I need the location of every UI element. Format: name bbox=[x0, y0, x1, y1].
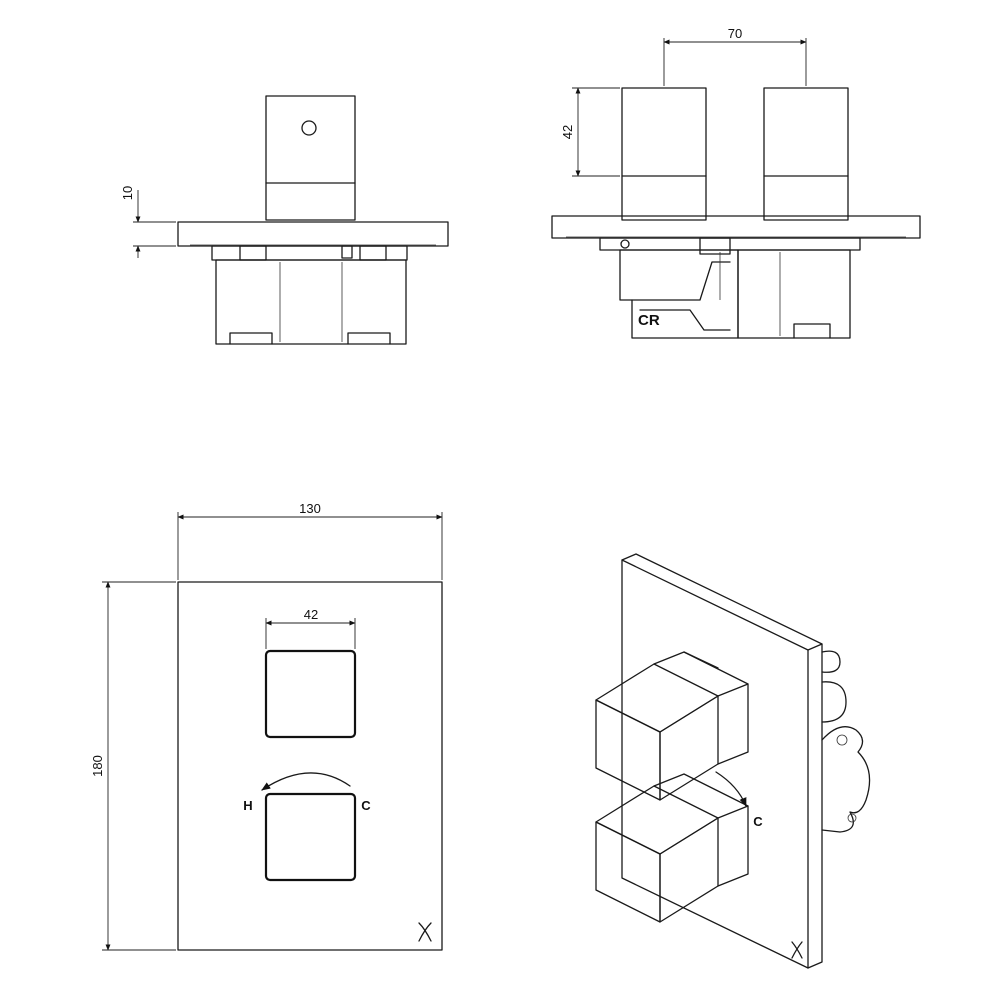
dim-side-plate-thickness: 10 bbox=[120, 186, 135, 200]
iso-cross-x-icon bbox=[791, 941, 803, 959]
dim-front-handle-height: 42 bbox=[560, 125, 575, 139]
side-view: 10 bbox=[120, 95, 449, 345]
hot-label: H bbox=[243, 798, 252, 813]
front-handle-left bbox=[621, 87, 707, 221]
iso-handle-top bbox=[595, 651, 749, 801]
plan-handle-bottom bbox=[264, 792, 357, 882]
dim-plate-height: 180 bbox=[90, 755, 105, 777]
rotation-arrow bbox=[261, 772, 351, 791]
cross-x-icon bbox=[418, 922, 432, 942]
front-plate bbox=[551, 215, 921, 239]
side-handle-hole bbox=[301, 120, 317, 136]
iso-plate-face bbox=[621, 559, 809, 969]
iso-handle-bottom bbox=[595, 773, 749, 923]
front-view: CR 70 42 bbox=[551, 26, 921, 339]
plan-handle-top bbox=[264, 649, 357, 739]
front-handle-right bbox=[763, 87, 849, 221]
side-handle bbox=[265, 95, 356, 221]
side-body bbox=[215, 259, 407, 345]
dim-plate-width: 130 bbox=[299, 501, 321, 516]
side-plate bbox=[177, 221, 449, 247]
plan-view: H C 130 180 42 bbox=[90, 501, 443, 951]
dim-handle-width: 42 bbox=[304, 607, 318, 622]
valve-logo: CR bbox=[638, 312, 660, 329]
iso-cold-label: C bbox=[753, 814, 763, 829]
plan-plate bbox=[177, 581, 443, 951]
iso-view: C bbox=[595, 553, 871, 969]
cold-label: C bbox=[361, 798, 371, 813]
dim-front-handle-spacing: 70 bbox=[728, 26, 742, 41]
